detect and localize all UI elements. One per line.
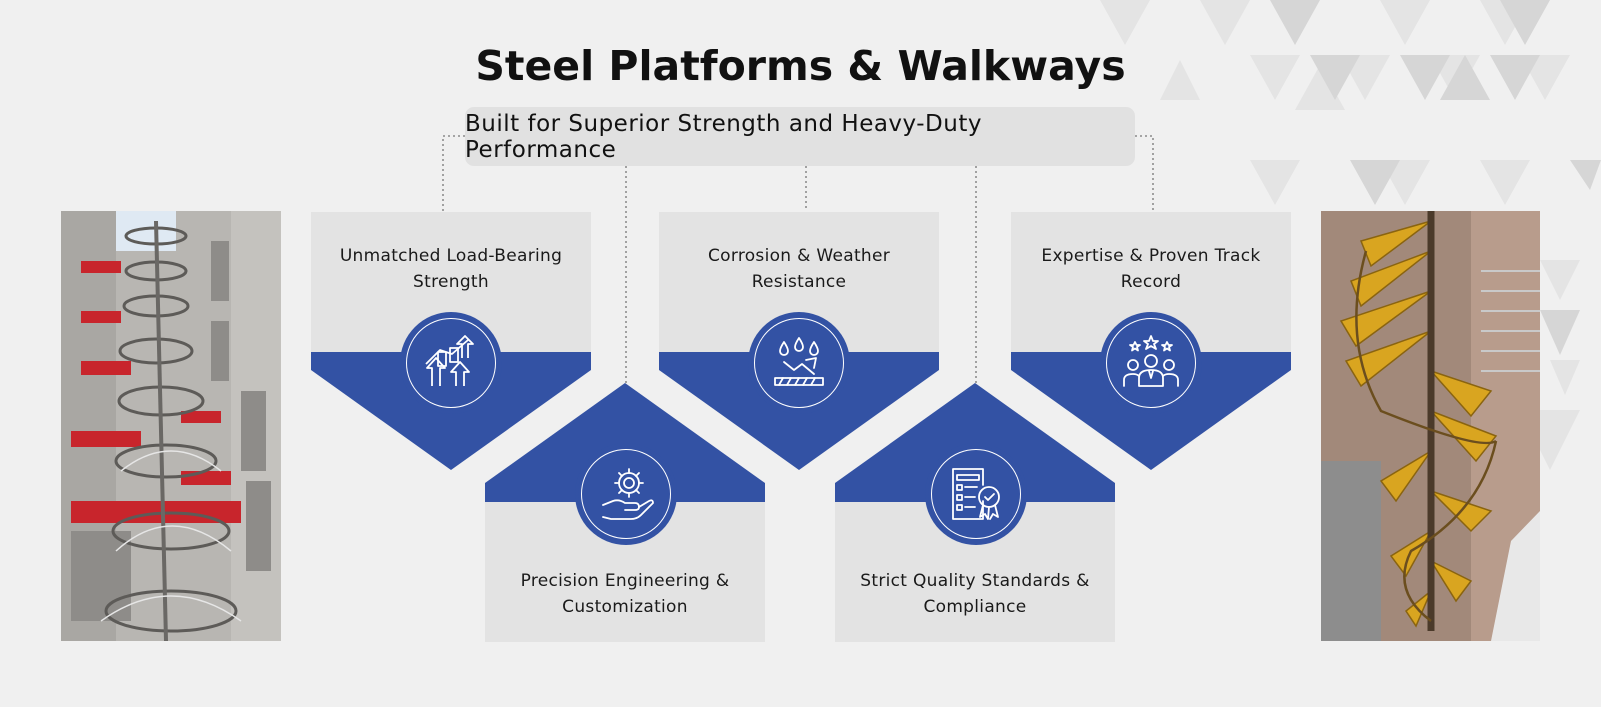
feature-icon-quality: [928, 446, 1024, 542]
feature-icon-precision: [578, 446, 674, 542]
feature-icon-corrosion: [751, 315, 847, 411]
feature-label-quality: Strict Quality Standards & Compliance: [860, 571, 1090, 617]
feature-shape-corrosion: [659, 352, 939, 470]
feature-shape-quality: [835, 383, 1115, 502]
growth-arrows-icon: [425, 335, 474, 386]
feature-label-load-bearing: Unmatched Load-Bearing Strength: [339, 246, 563, 292]
feature-icon-expertise: [1103, 315, 1199, 411]
spiral-staircase-building-photo: [61, 211, 281, 641]
feature-label-expertise: Expertise & Proven Track Record: [1041, 246, 1261, 292]
feature-icon-load-bearing: [403, 315, 499, 411]
page-title: Steel Platforms & Walkways: [475, 42, 1126, 90]
feature-label-precision: Precision Engineering & Customization: [520, 571, 730, 617]
feature-shape-expertise: [1011, 352, 1291, 470]
triangle-pattern-background: [1100, 0, 1601, 470]
water-resistance-icon: [774, 337, 824, 386]
page-subtitle: Built for Superior Strength and Heavy-Du…: [465, 107, 1135, 166]
feature-shape-precision: [485, 383, 765, 502]
feature-shape-load-bearing: [311, 352, 591, 470]
gear-hand-icon: [602, 468, 654, 520]
certified-document-icon: [952, 468, 1000, 520]
yellow-spiral-staircase-photo: [1321, 211, 1540, 641]
expert-team-icon: [1123, 335, 1179, 387]
feature-label-corrosion: Corrosion & Weather Resistance: [707, 246, 891, 292]
